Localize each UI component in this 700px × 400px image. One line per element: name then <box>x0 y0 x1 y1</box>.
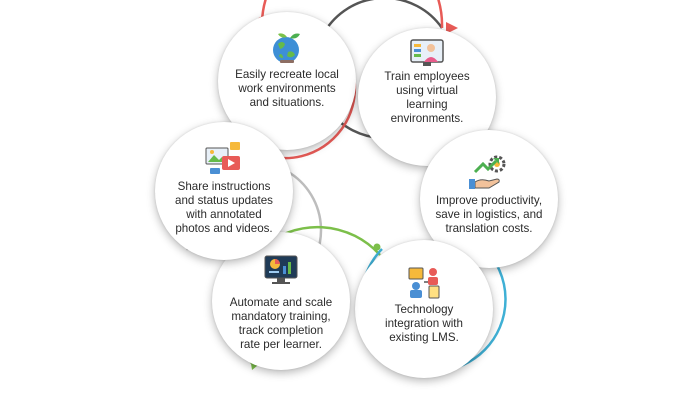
node-technology-integration: Technology integration with existing LMS… <box>355 240 493 378</box>
video-lesson-icon <box>410 39 444 66</box>
node-text: Train employees using virtual learning e… <box>384 70 470 125</box>
node-text: Share instructions and status updates wi… <box>175 180 273 235</box>
ring-lms-dot <box>373 243 381 251</box>
node-text: Automate and scale mandatory training, t… <box>229 296 333 351</box>
growth-gear-hand-icon <box>469 155 506 189</box>
node-text: Improve productivity, save in logistics,… <box>435 194 543 235</box>
globe-plant-icon <box>273 33 300 63</box>
node-improve-productivity: Improve productivity, save in logistics,… <box>420 130 558 268</box>
monitor-dashboard-icon <box>264 255 298 284</box>
node-train-employees: Train employees using virtual learning e… <box>358 28 496 166</box>
node-text: Easily recreate local work environments … <box>235 68 339 109</box>
node-text: Technology integration with existing LMS… <box>385 303 463 344</box>
team-integration-icon <box>408 267 440 299</box>
media-share-icon <box>205 142 240 174</box>
node-share-instructions: Share instructions and status updates wi… <box>155 122 293 260</box>
